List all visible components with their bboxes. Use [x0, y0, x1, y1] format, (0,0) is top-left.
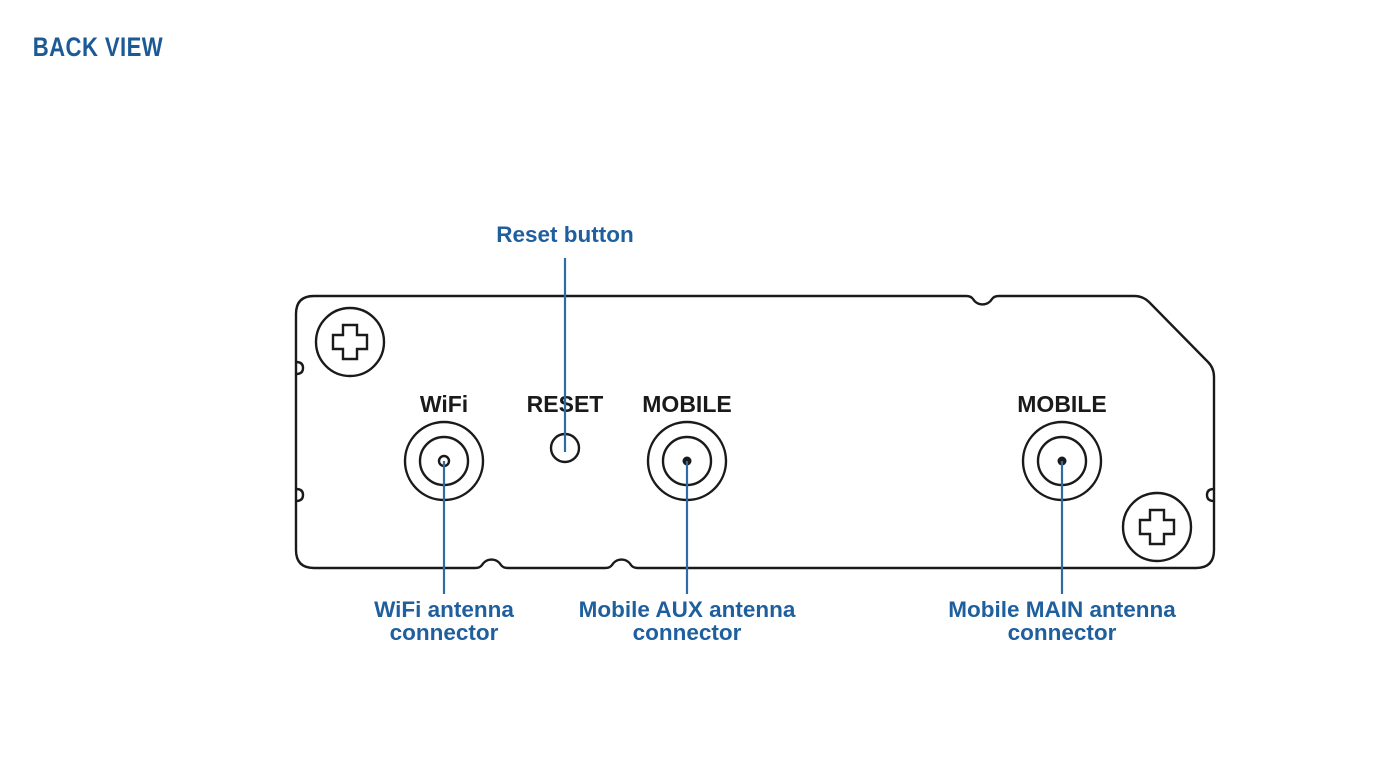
chassis-notch-right — [1205, 487, 1216, 503]
callout-line-2: connector — [633, 620, 742, 645]
chassis-notch-left-lower — [294, 487, 305, 503]
callout-line-2: connector — [1008, 620, 1117, 645]
callout-reset-button: Reset button — [496, 222, 634, 247]
callout-mobile-main-antenna-connector: Mobile MAIN antenna connector — [948, 597, 1176, 645]
screw-bottom-right — [1121, 491, 1193, 563]
screw-top-left — [314, 306, 386, 378]
callout-line-2: connector — [390, 620, 499, 645]
phillips-cross-icon — [331, 323, 369, 361]
device-chassis — [294, 294, 1216, 570]
callout-line-1: WiFi antenna — [374, 597, 514, 622]
callout-mobile-aux-antenna-connector: Mobile AUX antenna connector — [579, 597, 796, 645]
callout-line-1: Mobile MAIN antenna — [948, 597, 1176, 622]
phillips-cross-icon — [1138, 508, 1176, 546]
silkscreen-label-mobile-main: MOBILE — [1017, 391, 1106, 417]
silkscreen-label-wifi: WiFi — [420, 391, 468, 417]
silkscreen-label-mobile-aux: MOBILE — [642, 391, 731, 417]
callout-wifi-antenna-connector: WiFi antenna connector — [374, 597, 514, 645]
page-title: BACK VIEW — [33, 33, 164, 63]
callout-line-1: Mobile AUX antenna — [579, 597, 796, 622]
chassis-outline — [294, 294, 1216, 570]
chassis-notch-left-upper — [294, 360, 305, 376]
